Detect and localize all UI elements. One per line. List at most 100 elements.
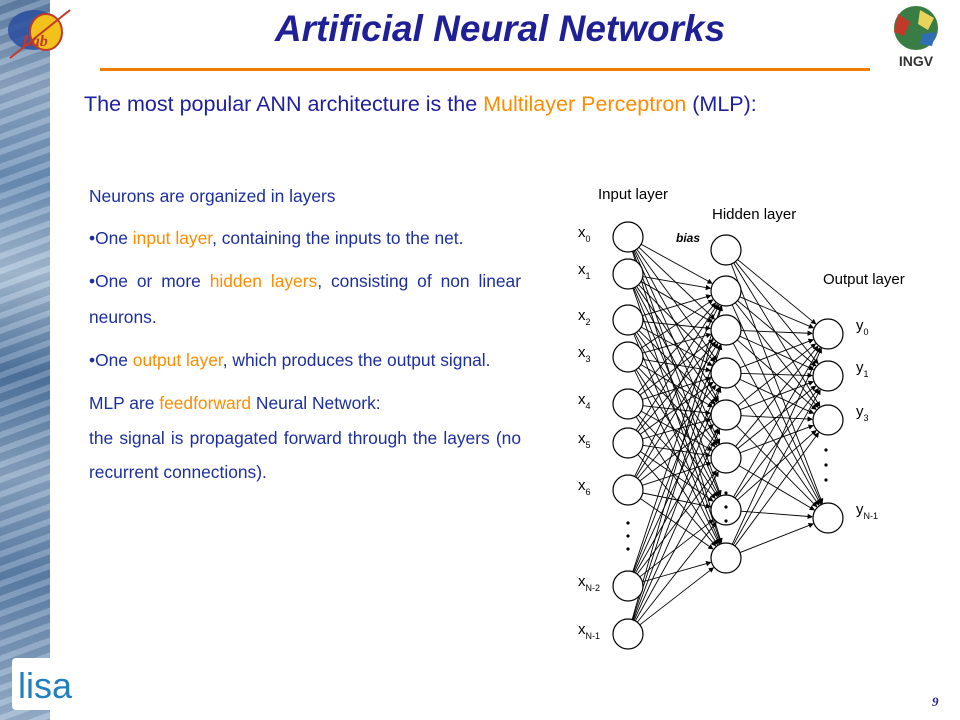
connection-line <box>734 388 819 499</box>
bullet-text: , which produces the output signal. <box>222 350 491 370</box>
output-neuron <box>812 360 844 392</box>
ellipsis-dot <box>626 521 630 525</box>
connection-line <box>639 519 715 578</box>
title-underline <box>100 68 870 71</box>
lisa-logo-text: lisa <box>18 665 73 706</box>
bullet-text: •One or more <box>89 271 210 291</box>
connection-line <box>639 424 715 482</box>
output-label: y0 <box>856 317 869 337</box>
input-neuron <box>612 427 644 459</box>
bullet-output-layer: •One output layer, which produces the ou… <box>89 342 521 378</box>
input-neuron <box>612 258 644 290</box>
slide-title: Artificial Neural Networks <box>274 8 726 49</box>
ellipsis-dot <box>724 505 728 509</box>
bullet-text: •One <box>89 228 133 248</box>
connection-line <box>637 302 717 393</box>
connection-line <box>737 385 817 449</box>
connection-lines <box>631 243 824 626</box>
slide-subtitle: The most popular ANN architecture is the… <box>84 92 757 117</box>
connection-line <box>642 418 712 440</box>
ellipsis-dot <box>724 519 728 523</box>
connection-line <box>734 302 819 409</box>
lisa-logo: lisa <box>12 658 96 710</box>
connection-line <box>634 249 719 402</box>
subtitle-text: The most popular ANN architecture is the <box>84 92 484 116</box>
connection-line <box>632 305 723 572</box>
connection-line <box>732 389 821 546</box>
output-label: y3 <box>856 403 869 423</box>
bullet-input-layer: •One input layer, containing the inputs … <box>89 220 521 256</box>
connection-line <box>732 342 821 505</box>
connection-line <box>642 492 712 509</box>
connection-line <box>640 281 713 323</box>
connection-line <box>640 326 713 366</box>
connection-line <box>737 300 817 367</box>
ingv-logo-text: INGV <box>899 53 934 69</box>
connection-line <box>632 344 722 573</box>
ellipsis-dot <box>824 448 828 452</box>
bullet-highlight: output layer <box>132 350 223 370</box>
connection-line <box>639 567 715 626</box>
connection-line <box>739 338 814 369</box>
output-layer-label: Output layer <box>823 271 905 288</box>
connection-line <box>635 369 718 498</box>
input-neuron <box>612 618 644 650</box>
bullet-text: •One <box>89 350 133 370</box>
connection-line <box>642 332 712 354</box>
hidden-layer-label: Hidden layer <box>712 206 796 223</box>
connection-line <box>731 347 822 545</box>
subtitle-highlight: Multilayer Perceptron <box>483 92 687 116</box>
connection-line <box>739 522 814 553</box>
input-label: x6 <box>578 477 591 497</box>
connection-line <box>633 250 721 445</box>
output-label: y1 <box>856 359 869 379</box>
techno-lab-logo: Lab <box>8 9 71 59</box>
connection-line <box>739 380 814 411</box>
connection-line <box>642 376 712 400</box>
bullet-highlight: input layer <box>132 228 213 248</box>
ingv-logo: INGV <box>894 6 938 69</box>
connection-line <box>636 248 718 361</box>
mlp-text: MLP are <box>89 393 160 413</box>
connection-line <box>640 299 714 349</box>
ellipsis-dot <box>626 534 630 538</box>
bullet-highlight: hidden layers <box>209 271 318 291</box>
connection-line <box>642 321 711 331</box>
logo-lab-text: Lab <box>21 33 48 50</box>
hidden-neuron <box>710 494 742 526</box>
mlp-highlight: feedforward <box>159 393 252 413</box>
connection-line <box>634 471 719 622</box>
connection-line <box>734 432 820 547</box>
input-label: x1 <box>578 261 591 281</box>
hidden-neuron <box>710 357 742 389</box>
ellipsis-dot <box>824 478 828 482</box>
connection-line <box>635 428 719 574</box>
connection-line <box>632 344 723 620</box>
connection-line <box>737 343 817 407</box>
hidden-neuron <box>710 442 742 474</box>
hidden-neuron <box>710 399 742 431</box>
decorative-side-strip <box>0 0 50 720</box>
connection-line <box>640 410 713 451</box>
output-neuron <box>812 318 844 350</box>
connection-line <box>733 347 821 498</box>
connection-line <box>640 364 714 408</box>
connection-line <box>639 381 714 435</box>
connection-line <box>736 429 817 501</box>
connection-line <box>631 305 723 620</box>
connection-line <box>633 386 720 573</box>
connection-line <box>633 428 721 621</box>
ellipsis-dot <box>824 463 828 467</box>
input-neuron <box>612 221 644 253</box>
bullet-hidden-layers: •One or more hidden layers, consisting o… <box>89 263 521 335</box>
ellipsis-dot <box>724 491 728 495</box>
connection-line <box>635 303 718 431</box>
mlp-paragraph-line2: the signal is propagated forward through… <box>89 428 521 482</box>
input-neuron <box>612 474 644 506</box>
page-number: 9 <box>932 694 939 709</box>
input-label: x3 <box>578 344 591 364</box>
slide-content: Neurons are organized in layers •One inp… <box>89 178 521 489</box>
connection-line <box>740 330 813 336</box>
